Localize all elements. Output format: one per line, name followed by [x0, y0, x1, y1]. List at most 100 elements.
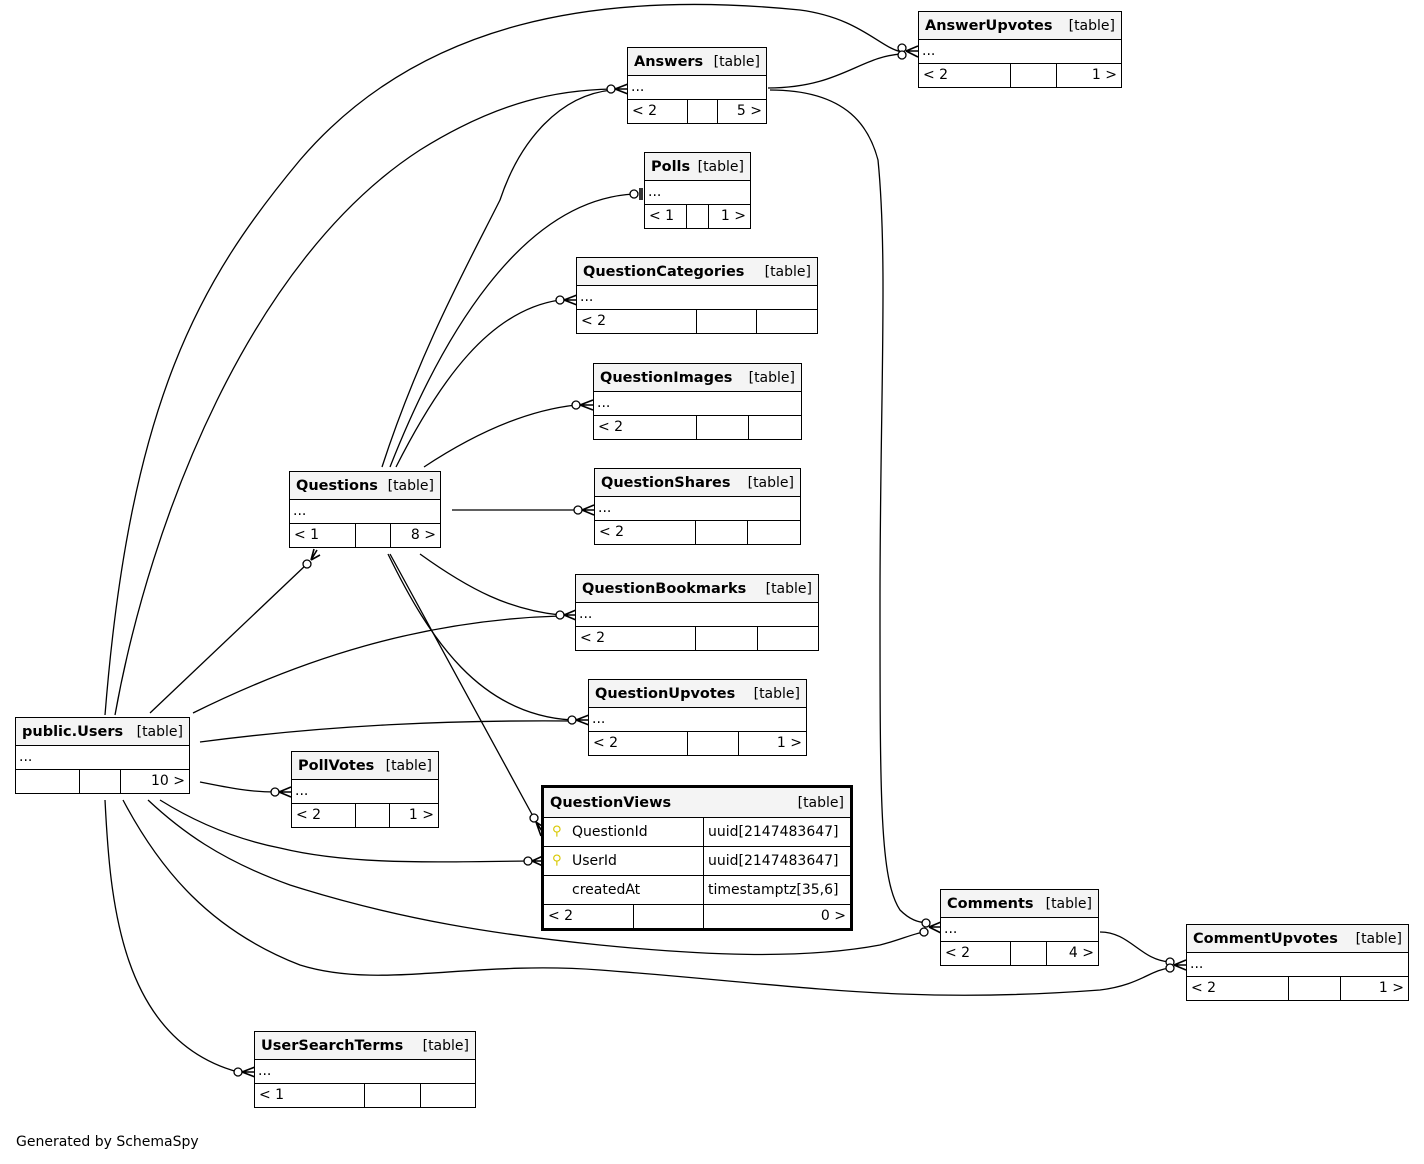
- table-questionviews[interactable]: QuestionViews[table] ⚲QuestionId uuid[21…: [541, 785, 853, 931]
- children-count[interactable]: 1 >: [1378, 980, 1404, 996]
- parents-count[interactable]: < 2: [628, 100, 688, 123]
- table-name[interactable]: QuestionViews: [550, 794, 672, 811]
- columns-count: [356, 804, 390, 827]
- table-questionshares[interactable]: QuestionShares[table] ... < 2: [594, 468, 801, 545]
- children-count[interactable]: 10 >: [151, 773, 185, 789]
- crowsfoot-circle-icon: [629, 189, 639, 199]
- children-count[interactable]: 8 >: [410, 527, 436, 543]
- parents-count[interactable]: [16, 770, 80, 793]
- columns-ellipsis: ...: [16, 746, 189, 770]
- table-name[interactable]: CommentUpvotes: [1193, 930, 1338, 947]
- parents-count[interactable]: < 2: [1187, 977, 1289, 1000]
- crowsfoot-circle-icon: [555, 295, 565, 305]
- table-questionbookmarks[interactable]: QuestionBookmarks[table] ... < 2: [575, 574, 819, 651]
- parents-count[interactable]: < 2: [919, 64, 1011, 87]
- edge-answers-comments: [769, 89, 927, 924]
- parents-count[interactable]: < 2: [292, 804, 356, 827]
- children-count[interactable]: 5 >: [736, 103, 762, 119]
- table-type: [table]: [764, 263, 811, 280]
- parents-count[interactable]: < 2: [595, 521, 696, 544]
- table-type: [table]: [387, 477, 434, 494]
- crowsfoot-circle-icon: [523, 856, 533, 866]
- table-questionimages[interactable]: QuestionImages[table] ... < 2: [593, 363, 802, 440]
- parents-count[interactable]: < 2: [577, 310, 697, 333]
- table-header: UserSearchTerms[table]: [255, 1032, 475, 1060]
- crowsfoot-circle-icon: [567, 715, 577, 725]
- children-count[interactable]: [421, 1084, 475, 1107]
- edge-questions-polls: [389, 193, 635, 468]
- parents-count[interactable]: < 2: [576, 627, 696, 650]
- parents-count[interactable]: < 2: [589, 732, 688, 755]
- columns-ellipsis: ...: [628, 76, 766, 100]
- table-name[interactable]: QuestionUpvotes: [595, 685, 736, 702]
- table-answers[interactable]: Answers[table] ... < 2 5 >: [627, 47, 767, 124]
- parents-count[interactable]: < 2: [941, 942, 1011, 965]
- columns-count: [80, 770, 121, 793]
- table-name[interactable]: AnswerUpvotes: [925, 17, 1053, 34]
- children-count[interactable]: 1 >: [720, 208, 746, 224]
- table-questioncategories[interactable]: QuestionCategories[table] ... < 2: [576, 257, 818, 334]
- crowsfoot-icon: [563, 294, 578, 306]
- table-header: QuestionUpvotes[table]: [589, 680, 806, 708]
- parents-count[interactable]: < 2: [544, 905, 634, 928]
- edge-users-answers: [114, 88, 613, 716]
- column-name: createdAt: [572, 882, 641, 898]
- table-name[interactable]: PollVotes: [298, 757, 375, 774]
- table-name[interactable]: Answers: [634, 53, 704, 70]
- parents-count[interactable]: < 2: [594, 416, 697, 439]
- children-count[interactable]: 1 >: [776, 735, 802, 751]
- table-name[interactable]: public.Users: [22, 723, 124, 740]
- columns-count: [696, 627, 758, 650]
- children-count[interactable]: [758, 627, 818, 650]
- edge-users-bookmarks: [192, 615, 561, 714]
- column-row[interactable]: ⚲UserId uuid[2147483647]: [544, 847, 850, 876]
- table-header: QuestionViews[table]: [544, 788, 850, 818]
- column-row[interactable]: ⚲QuestionId uuid[2147483647]: [544, 818, 850, 847]
- children-count[interactable]: [749, 416, 801, 439]
- children-count[interactable]: 0 >: [820, 908, 846, 924]
- table-name[interactable]: QuestionImages: [600, 369, 733, 386]
- children-count[interactable]: [748, 521, 800, 544]
- crowsfoot-circle-icon: [919, 927, 929, 937]
- edge-users-pollvotes: [199, 781, 276, 793]
- children-count[interactable]: 4 >: [1068, 945, 1094, 961]
- table-header: AnswerUpvotes[table]: [919, 12, 1121, 40]
- table-usersearchterms[interactable]: UserSearchTerms[table] ... < 1: [254, 1031, 476, 1108]
- children-count[interactable]: 1 >: [1091, 67, 1117, 83]
- column-name: QuestionId: [572, 824, 648, 840]
- column-row[interactable]: createdAt timestamptz[35,6]: [544, 876, 850, 905]
- crowsfoot-circle-icon: [573, 505, 583, 515]
- table-name[interactable]: QuestionCategories: [583, 263, 745, 280]
- columns-count: [365, 1084, 421, 1107]
- table-name[interactable]: Questions: [296, 477, 378, 494]
- table-answerupvotes[interactable]: AnswerUpvotes[table] ... < 2 1 >: [918, 11, 1122, 88]
- table-name[interactable]: QuestionBookmarks: [582, 580, 747, 597]
- parents-count[interactable]: < 1: [255, 1084, 365, 1107]
- children-count[interactable]: [757, 310, 817, 333]
- table-name[interactable]: Polls: [651, 158, 691, 175]
- crowsfoot-circle-icon: [555, 610, 565, 620]
- primary-key-icon: ⚲: [552, 853, 562, 868]
- table-name[interactable]: QuestionShares: [601, 474, 731, 491]
- table-users[interactable]: public.Users[table] ... 10 >: [15, 717, 190, 794]
- edge-answers-answerupvotes: [767, 53, 903, 89]
- columns-ellipsis: ...: [919, 40, 1121, 64]
- parents-count[interactable]: < 1: [290, 524, 356, 547]
- table-name[interactable]: Comments: [947, 895, 1034, 912]
- table-footer: < 2 5 >: [628, 100, 766, 123]
- children-count[interactable]: 1 >: [408, 807, 434, 823]
- table-header: QuestionCategories [table]: [577, 258, 817, 286]
- table-header: Answers[table]: [628, 48, 766, 76]
- table-name[interactable]: UserSearchTerms: [261, 1037, 404, 1054]
- columns-count: [688, 100, 718, 123]
- table-header: public.Users[table]: [16, 718, 189, 746]
- column-type: uuid[2147483647]: [708, 824, 839, 840]
- parents-count[interactable]: < 1: [645, 205, 687, 228]
- columns-ellipsis: ...: [594, 392, 801, 416]
